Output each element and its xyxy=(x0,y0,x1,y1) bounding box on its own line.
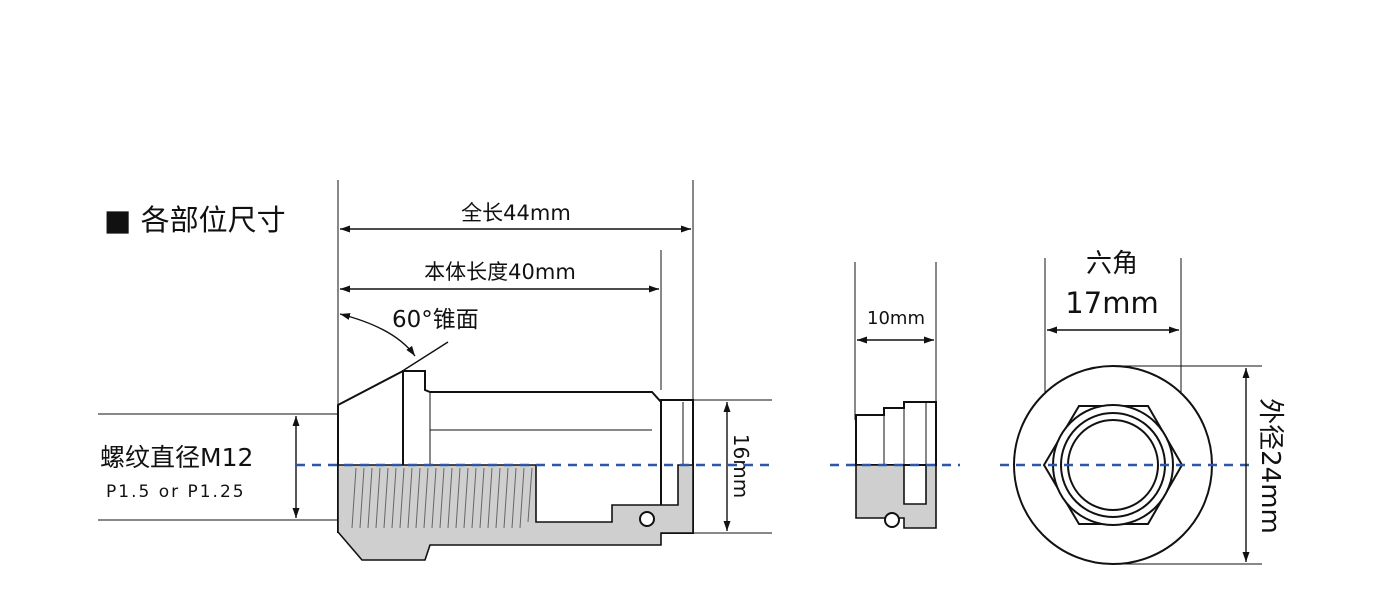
cap-ring-section xyxy=(639,511,655,527)
side-width-label: 10mm xyxy=(867,308,925,329)
hex-title-label: 六角 xyxy=(1086,249,1138,279)
body-length-label: 本体长度40mm xyxy=(424,260,576,284)
hex-size-label: 17mm xyxy=(1065,286,1158,320)
cone-leader-line xyxy=(403,341,449,371)
thread-diameter-label: 螺纹直径M12 xyxy=(100,443,253,472)
thread-pitch-label: P1.5 or P1.25 xyxy=(106,482,246,502)
lug-nut-front-view: 六角 17mm 外径24mm xyxy=(1000,249,1285,565)
thread-profile xyxy=(351,467,533,529)
cap-ring-section xyxy=(884,512,900,528)
cone-angle-arc xyxy=(339,313,416,357)
cap-detail-view: 10mm xyxy=(830,262,960,529)
cone-label: 60°锥面 xyxy=(392,307,479,333)
total-length-label: 全长44mm xyxy=(461,201,571,225)
cap-upper-half xyxy=(855,401,937,466)
outer-diameter-label: 外径24mm xyxy=(1255,398,1285,534)
lug-nut-side-view: 全长44mm 本体长度40mm 60°锥面 xyxy=(98,180,775,561)
section-title: ■ 各部位尺寸 xyxy=(104,203,286,237)
